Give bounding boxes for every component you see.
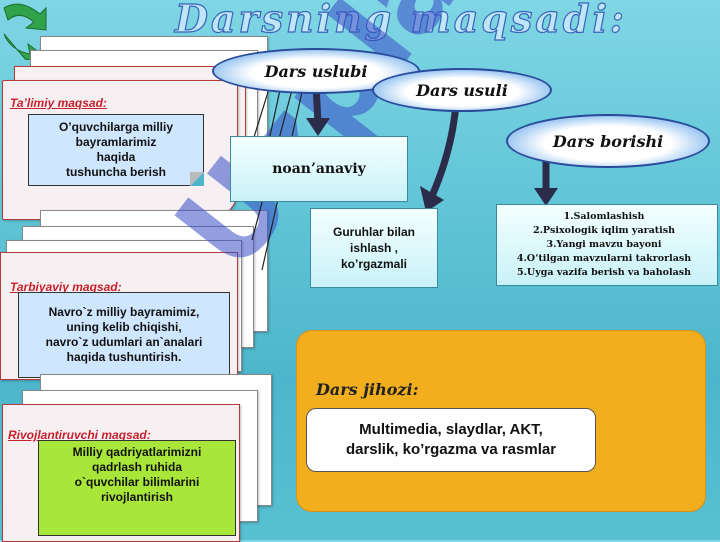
talimiy-note: O’quvchilarga milliy bayramlarimiz haqid… — [28, 114, 204, 186]
jihozi-line: darslik, ko’rgazma va rasmlar — [345, 441, 557, 458]
tarbiyaviy-label: Tarbiyaviy maqsad: — [10, 280, 122, 294]
talimiy-note-line: tushuncha berish — [65, 165, 166, 179]
noananaviy-box: noan’anaviy — [230, 136, 408, 202]
talimiy-note-line: bayramlarimiz — [75, 135, 157, 149]
guruhlar-line: ishlash , — [349, 241, 399, 255]
talimiy-note-line: haqida — [96, 150, 136, 164]
step-item: 4.O‘tilgan mavzularni takrorlash — [516, 253, 692, 264]
guruhlar-box: Guruhlar bilan ishlash , ko’rgazmali — [310, 208, 438, 288]
step-item: 3.Yangi mavzu bayoni — [546, 239, 662, 250]
step-item: 1.Salomlashish — [563, 211, 645, 222]
tarbiyaviy-note: Navro`z milliy bayramimiz, uning kelib c… — [18, 292, 230, 378]
dars-usuli-oval: Dars usuli — [372, 68, 552, 112]
rivojlantiruvchi-note: Milliy qadriyatlarimizni qadrlash ruhida… — [38, 440, 236, 536]
tarbiyaviy-note-line: navro`z udumlari an`analari — [45, 335, 203, 349]
tarbiyaviy-note-line: uning kelib chiqishi, — [66, 320, 182, 334]
dars-jihozi-title: Dars jihozi: — [316, 380, 419, 399]
jihozi-line: Multimedia, slaydlar, AKT, — [359, 421, 543, 438]
tarbiyaviy-note-line: haqida tushuntirish. — [66, 350, 182, 364]
rivojlantiruvchi-label: Rivojlantiruvchi maqsad: — [8, 428, 151, 442]
page-fold — [190, 172, 204, 186]
page-title: Darsning maqsadi: — [174, 0, 627, 42]
rivojlantiruvchi-note-line: rivojlantirish — [100, 490, 174, 504]
talimiy-note-line: O’quvchilarga milliy — [58, 120, 174, 134]
rivojlantiruvchi-note-line: o`quvchilar bilimlarini — [74, 475, 200, 489]
step-item: 2.Psixologik iqlim yaratish — [532, 225, 676, 236]
dars-jihozi-list: Multimedia, slaydlar, AKT, darslik, ko’r… — [306, 408, 596, 472]
dars-borishi-steps: 1.Salomlashish 2.Psixologik iqlim yarati… — [496, 204, 718, 286]
rivojlantiruvchi-note-line: Milliy qadriyatlarimizni — [72, 445, 202, 459]
guruhlar-line: Guruhlar bilan — [332, 225, 415, 239]
step-item: 5.Uyga vazifa berish va baholash — [517, 267, 691, 278]
dars-borishi-oval: Dars borishi — [506, 114, 710, 168]
tarbiyaviy-note-line: Navro`z milliy bayramimiz, — [48, 305, 200, 319]
talimiy-label: Ta’limiy maqsad: — [10, 96, 107, 110]
rivojlantiruvchi-note-line: qadrlash ruhida — [91, 460, 183, 474]
guruhlar-line: ko’rgazmali — [340, 257, 408, 271]
